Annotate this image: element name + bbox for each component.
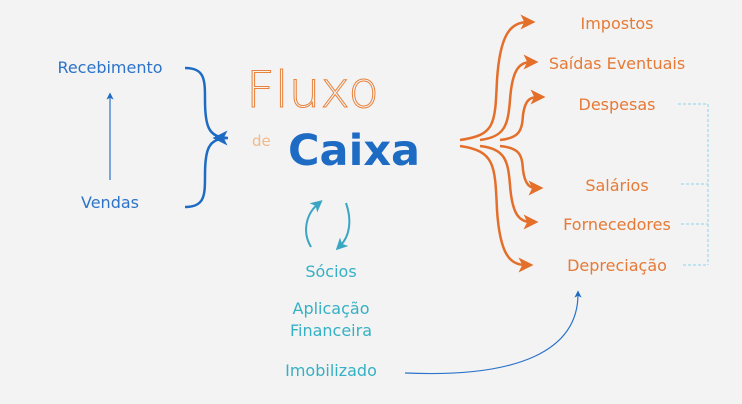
label-recebimento: Recebimento	[57, 58, 162, 77]
outflow-arrows	[459, 14, 546, 273]
label-socios: Sócios	[305, 262, 356, 281]
arrow-depreciacao	[459, 144, 534, 273]
label-aplicacao: Aplicação	[293, 299, 370, 318]
label-fornecedores: Fornecedores	[563, 215, 671, 234]
label-saidas-eventuais: Saídas Eventuais	[549, 54, 685, 73]
label-financeira: Financeira	[290, 321, 372, 340]
label-depreciacao: Depreciação	[567, 256, 667, 275]
title-caixa: Caixa	[288, 126, 420, 176]
label-imobilizado: Imobilizado	[285, 361, 377, 380]
cycle-arrow-up-icon	[305, 200, 323, 248]
despesas-group-bracket	[678, 103, 709, 266]
label-vendas: Vendas	[81, 193, 139, 212]
label-impostos: Impostos	[581, 14, 654, 33]
label-despesas: Despesas	[579, 95, 656, 114]
label-salarios: Salários	[585, 176, 648, 195]
arrow-impostos	[459, 14, 536, 142]
arrow-salarios	[499, 144, 544, 196]
cycle-arrow-down-icon	[335, 202, 351, 251]
arrow-fornecedores	[479, 144, 539, 230]
title-fluxo: Fluxo	[246, 61, 379, 119]
arrow-despesas	[499, 89, 546, 142]
imobilizado-to-depreciacao-arrow	[404, 290, 582, 375]
arrow-saidas-eventuais	[479, 54, 539, 142]
title-de: de	[252, 132, 271, 150]
